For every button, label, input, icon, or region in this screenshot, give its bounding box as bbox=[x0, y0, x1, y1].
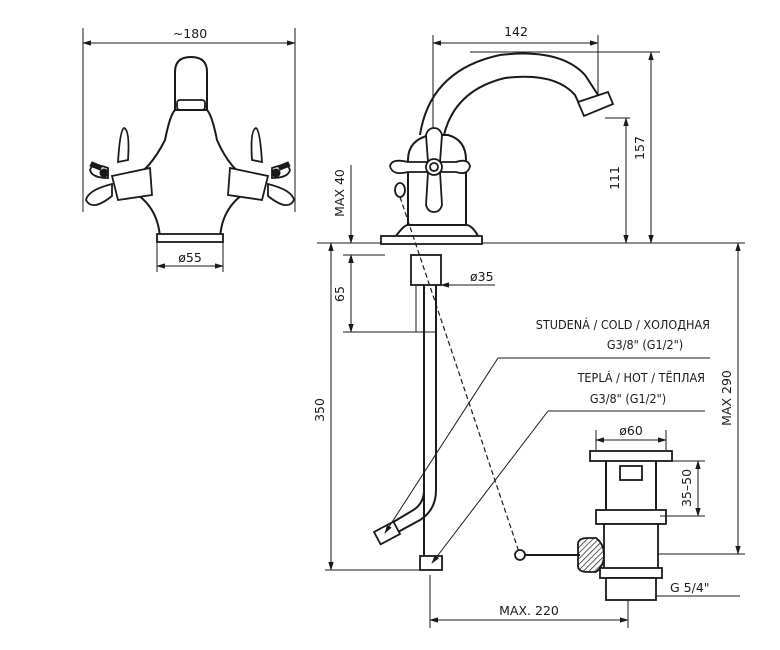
cold-thread: G3/8" (G1/2") bbox=[607, 337, 683, 352]
side-view: 142 111 157 MAX 40 bbox=[312, 24, 745, 628]
hose-length-dimension: 350 bbox=[312, 398, 327, 422]
front-right-handle bbox=[227, 127, 295, 206]
spout-reach-dimension: 142 bbox=[504, 24, 528, 39]
spout-height-dimension: 111 bbox=[607, 166, 622, 190]
side-handle bbox=[389, 127, 471, 213]
max-deck-dimension: MAX 40 bbox=[332, 169, 347, 217]
waste-diameter: ø60 bbox=[619, 423, 643, 438]
total-height-dimension: 157 bbox=[632, 136, 647, 160]
hot-thread: G3/8" (G1/2") bbox=[590, 391, 666, 406]
connection-labels: STUDENÁ / COLD / ХОЛОДНАЯ G3/8" (G1/2") … bbox=[384, 317, 710, 564]
cold-label: STUDENÁ / COLD / ХОЛОДНАЯ bbox=[536, 317, 710, 332]
shank-diameter-dimension: ø35 bbox=[470, 269, 494, 284]
shank-length-dimension: 65 bbox=[332, 286, 347, 302]
waste-height-range: 35–50 bbox=[679, 469, 694, 507]
front-base-diameter: ø55 bbox=[178, 250, 202, 265]
max-reach-dimension: MAX. 220 bbox=[499, 603, 559, 618]
waste-thread: G 5/4" bbox=[670, 580, 710, 595]
front-width-dimension: ~180 bbox=[173, 26, 207, 41]
front-left-handle bbox=[85, 127, 153, 206]
front-view: ~180 ø55 bbox=[82, 26, 296, 272]
hot-label: TEPLÁ / HOT / TËПЛАЯ bbox=[577, 370, 705, 385]
waste-assembly: ø60 35–50 G 5/4" bbox=[525, 423, 740, 601]
max-drop-dimension: MAX 290 bbox=[719, 370, 734, 426]
